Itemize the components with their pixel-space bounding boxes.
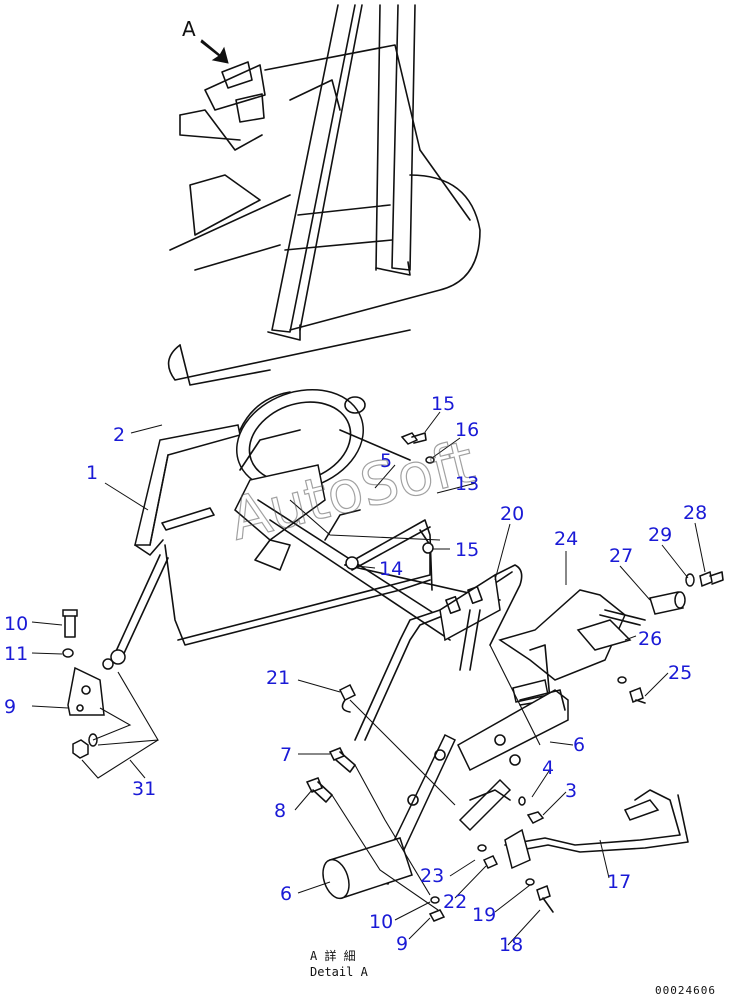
callout-19: 18 (499, 934, 523, 956)
document-number: 00024606 (655, 984, 716, 997)
callout-11: 9 (4, 696, 16, 718)
bracket-assembly (305, 644, 689, 922)
callout-28: 27 (609, 545, 633, 567)
callout-22: 21 (266, 667, 290, 689)
callout-20: 19 (472, 904, 496, 926)
callout-12: 10 (4, 613, 28, 635)
callout-29: 28 (683, 502, 707, 524)
callout-31: 31 (132, 778, 156, 800)
callout-26: 25 (668, 662, 692, 684)
view-arrow-a: A (182, 17, 229, 64)
callout-3: 3 (565, 780, 577, 802)
callout-17: 16 (455, 419, 479, 441)
callout-24: 23 (420, 865, 444, 887)
machine-frame (167, 4, 481, 386)
callout-16: 15 (431, 393, 455, 415)
callout-7: 7 (280, 744, 292, 766)
callout-27: 26 (638, 628, 662, 650)
plate-25 (498, 570, 724, 706)
bolt-16 (400, 432, 435, 464)
pipe-assembly (339, 429, 434, 591)
callout-2: 2 (113, 424, 125, 446)
callout-25: 24 (554, 528, 578, 550)
caption-english: Detail A (310, 965, 369, 979)
view-marker-label: A (182, 17, 196, 41)
callout-10: 10 (369, 911, 393, 933)
caption-japanese: A 詳 細 (310, 948, 356, 963)
callout-15a: 14 (379, 558, 403, 580)
callout-1: 1 (86, 462, 98, 484)
callout-4: 4 (542, 757, 554, 779)
callout-15b: 15 (455, 539, 479, 561)
callout-30: 29 (648, 524, 672, 546)
leader-lines (31, 411, 706, 946)
control-box-assembly (62, 388, 501, 779)
callout-5: 5 (380, 450, 392, 472)
callout-8: 8 (274, 800, 286, 822)
callout-9: 9 (396, 933, 408, 955)
callout-23: 22 (443, 891, 467, 913)
callout-18: 17 (607, 871, 631, 893)
callout-13: 11 (4, 643, 28, 665)
callout-6b: 6 (280, 883, 292, 905)
callout-labels: 2 1 10 11 9 31 5 13 14 15 15 16 20 24 27… (4, 393, 707, 956)
handrail-frame-21 (354, 564, 523, 741)
callout-14: 13 (455, 473, 479, 495)
callout-6a: 6 (573, 734, 585, 756)
callout-21: 20 (500, 503, 524, 525)
